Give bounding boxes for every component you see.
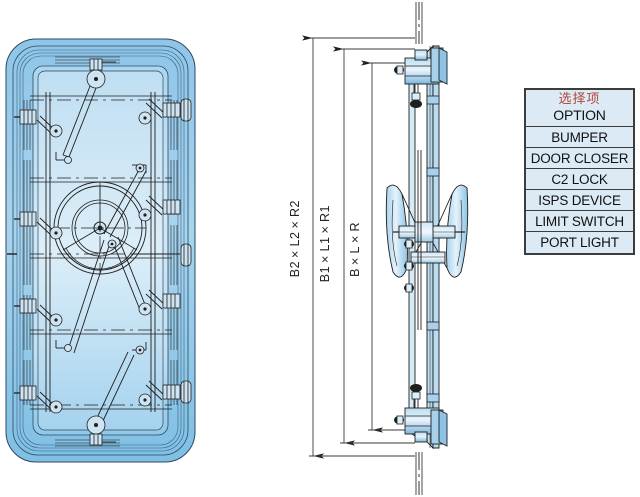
option-table-header: 选择项 OPTION <box>526 90 633 128</box>
hand-wheel-side <box>385 150 469 330</box>
option-table: 选择项 OPTION BUMPER DOOR CLOSER C2 LOCK IS… <box>524 88 635 256</box>
dimension-label-inner: B×L×R <box>348 222 362 277</box>
dimension-lines <box>302 35 415 459</box>
dimension-label-middle: B1×L1×R1 <box>318 205 332 283</box>
hinge-top <box>394 47 448 108</box>
option-table-header-en: OPTION <box>553 106 606 123</box>
option-row-door-closer[interactable]: DOOR CLOSER <box>526 148 633 170</box>
dog-cleat-group <box>7 98 192 404</box>
option-row-bumper[interactable]: BUMPER <box>526 127 633 149</box>
door-front-view <box>5 38 196 463</box>
option-row-limit-switch[interactable]: LIMIT SWITCH <box>526 211 633 233</box>
option-table-header-cn: 选择项 <box>558 92 601 107</box>
door-side-view <box>385 2 469 495</box>
dimension-label-outer: B2×L2×R2 <box>288 200 302 278</box>
hinge-bottom <box>394 384 448 447</box>
option-row-isps-device[interactable]: ISPS DEVICE <box>526 190 633 212</box>
option-row-port-light[interactable]: PORT LIGHT <box>540 235 619 251</box>
option-row-c2-lock[interactable]: C2 LOCK <box>526 169 633 191</box>
